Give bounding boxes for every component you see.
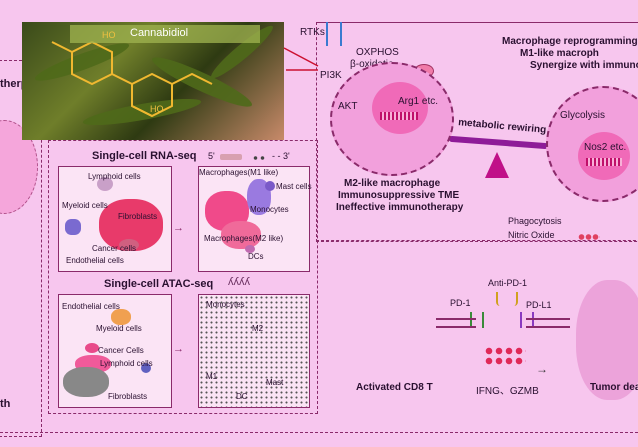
- arrow-right-icon: →: [173, 222, 184, 234]
- scatac-label-m2: M2: [252, 324, 264, 333]
- umap-cluster-mast: [265, 181, 275, 191]
- glycolysis-label: Glycolysis: [560, 110, 606, 121]
- scrna-label-myeloid: Myeloid cells: [62, 201, 108, 210]
- single-cell-panel: [48, 140, 318, 414]
- sequence-glyph: [220, 154, 242, 160]
- header-line-2: M1-like macroph: [520, 48, 599, 59]
- atac-cluster-cancer: [85, 343, 99, 353]
- atac-cluster-fibroblast: [63, 367, 109, 397]
- scatac-label-myeloid: Myeloid cells: [96, 324, 142, 333]
- umap-cluster-endothelial: [119, 239, 139, 251]
- left-panel-frame: [0, 60, 42, 437]
- scatac-label-lymphoid: Lymphoid cells: [100, 359, 153, 368]
- akt-label: AKT: [338, 101, 358, 112]
- receptor-icon: [326, 22, 342, 46]
- scatac-label-dc: DC: [236, 392, 248, 401]
- scrna-label-monocytes: Monocytes: [250, 205, 289, 214]
- nos2-label: Nos2 etc.: [584, 142, 627, 153]
- scatac-title: Single-cell ATAC-seq: [104, 278, 214, 290]
- scrna-umap-right: [198, 166, 310, 272]
- cytokines-label: IFNG、GZMB: [476, 386, 539, 397]
- scrna-label-fibroblasts: Fibroblasts: [118, 212, 158, 221]
- arrow-right-icon-2: →: [173, 343, 184, 355]
- pdl1-label: PD-L1: [526, 300, 552, 310]
- arg1-label: Arg1 etc.: [398, 96, 439, 107]
- m2-caption-line-2: Immunosuppressive TME: [338, 190, 460, 201]
- tcell-membrane-left: [436, 318, 476, 328]
- dna-icon: [380, 112, 418, 120]
- tumor-cell-cluster: [576, 280, 638, 400]
- scatac-label-m1: M1: [206, 372, 218, 381]
- bottom-divider: [0, 432, 638, 433]
- scatac-label-monocytes: Monocytes: [206, 300, 245, 309]
- pi3k-label: PI3K: [320, 70, 342, 81]
- dna-icon-2: [586, 158, 622, 166]
- cannabidiol-photo: Cannabidiol HO HO: [22, 22, 284, 140]
- left-panel-fragment-bottom: th: [0, 398, 11, 410]
- scatac-label-cancer: Cancer Cells: [98, 346, 144, 355]
- header-line-1: Macrophage reprogramming: [502, 36, 638, 47]
- mechanism-panel: [316, 22, 638, 242]
- scatac-label-mast: Mast: [266, 378, 284, 387]
- umap-cluster-lymphoid: [97, 177, 113, 191]
- umap-cluster-myeloid: [65, 219, 81, 235]
- nitric-oxide-dots: [578, 232, 600, 242]
- scrna-label-dcs: DCs: [248, 252, 264, 261]
- scrna-label-m2: Macrophages(M2 like): [204, 234, 284, 243]
- anti-pd1-label: Anti-PD-1: [488, 278, 528, 288]
- scrna-three-prime: - - 3': [272, 151, 290, 161]
- rtks-label: RTKs: [300, 27, 325, 38]
- phagocytosis-label: Phagocytosis: [508, 216, 562, 226]
- tcell-panel: [316, 240, 638, 421]
- tumor-death-label: Tumor dea: [590, 382, 638, 393]
- pd1-receptor-icon: [470, 312, 484, 328]
- scatac-umap-right: [198, 294, 310, 408]
- scrna-title: Single-cell RNA-seq: [92, 150, 197, 162]
- scatac-label-fibroblasts: Fibroblasts: [108, 392, 148, 401]
- cannabidiol-title: Cannabidiol: [130, 27, 189, 39]
- cytokine-dots: [484, 346, 526, 366]
- scatac-umap-left: [58, 294, 172, 408]
- atac-cluster-myeloid: [111, 309, 131, 325]
- antibody-icon: [496, 292, 518, 306]
- tcell-membrane-right: [526, 318, 570, 328]
- scrna-five-prime: 5': [208, 151, 215, 161]
- scrna-label-mast: Mast cells: [276, 182, 312, 191]
- cannabidiol-title-bar: [70, 25, 260, 43]
- cbd-ho-bottom: HO: [150, 104, 164, 114]
- cbd-ho-top: HO: [102, 30, 116, 40]
- nitric-oxide-label: Nitric Oxide: [508, 230, 555, 240]
- m2-macrophage-nucleus: [372, 82, 428, 134]
- scrna-label-endothelial: Endothelial cells: [66, 256, 124, 265]
- pdl1-receptor-icon: [520, 312, 534, 328]
- arrow-to-tumor-icon: →: [536, 362, 548, 376]
- peaks-icon: ʎʎʎʎ: [228, 276, 250, 288]
- scrna-label-cancer: Cancer cells: [92, 244, 137, 253]
- scrna-label-m1: Macrophages(M1 like): [199, 168, 279, 177]
- umap-cluster-dcs: [245, 245, 255, 253]
- oxphos-label: OXPHOS: [356, 47, 399, 58]
- umap-cluster-m2: [221, 221, 261, 249]
- m2-caption-line-1: M2-like macrophage: [344, 178, 441, 189]
- header-line-3: Synergize with immuno: [530, 60, 638, 71]
- scrna-umap-left: [58, 166, 172, 272]
- read-dots-icon: [252, 155, 266, 161]
- m2-caption-line-3: Ineffective immunotherapy: [336, 202, 464, 213]
- scatac-label-endothelial: Endothelial cells: [62, 302, 120, 311]
- atac-cluster-endo: [141, 363, 151, 373]
- pd1-label: PD-1: [450, 298, 471, 308]
- m1-macrophage-nucleus: [578, 132, 630, 180]
- scrna-label-lymphoid: Lymphoid cells: [88, 172, 141, 181]
- activated-cd8-label: Activated CD8 T: [356, 382, 433, 393]
